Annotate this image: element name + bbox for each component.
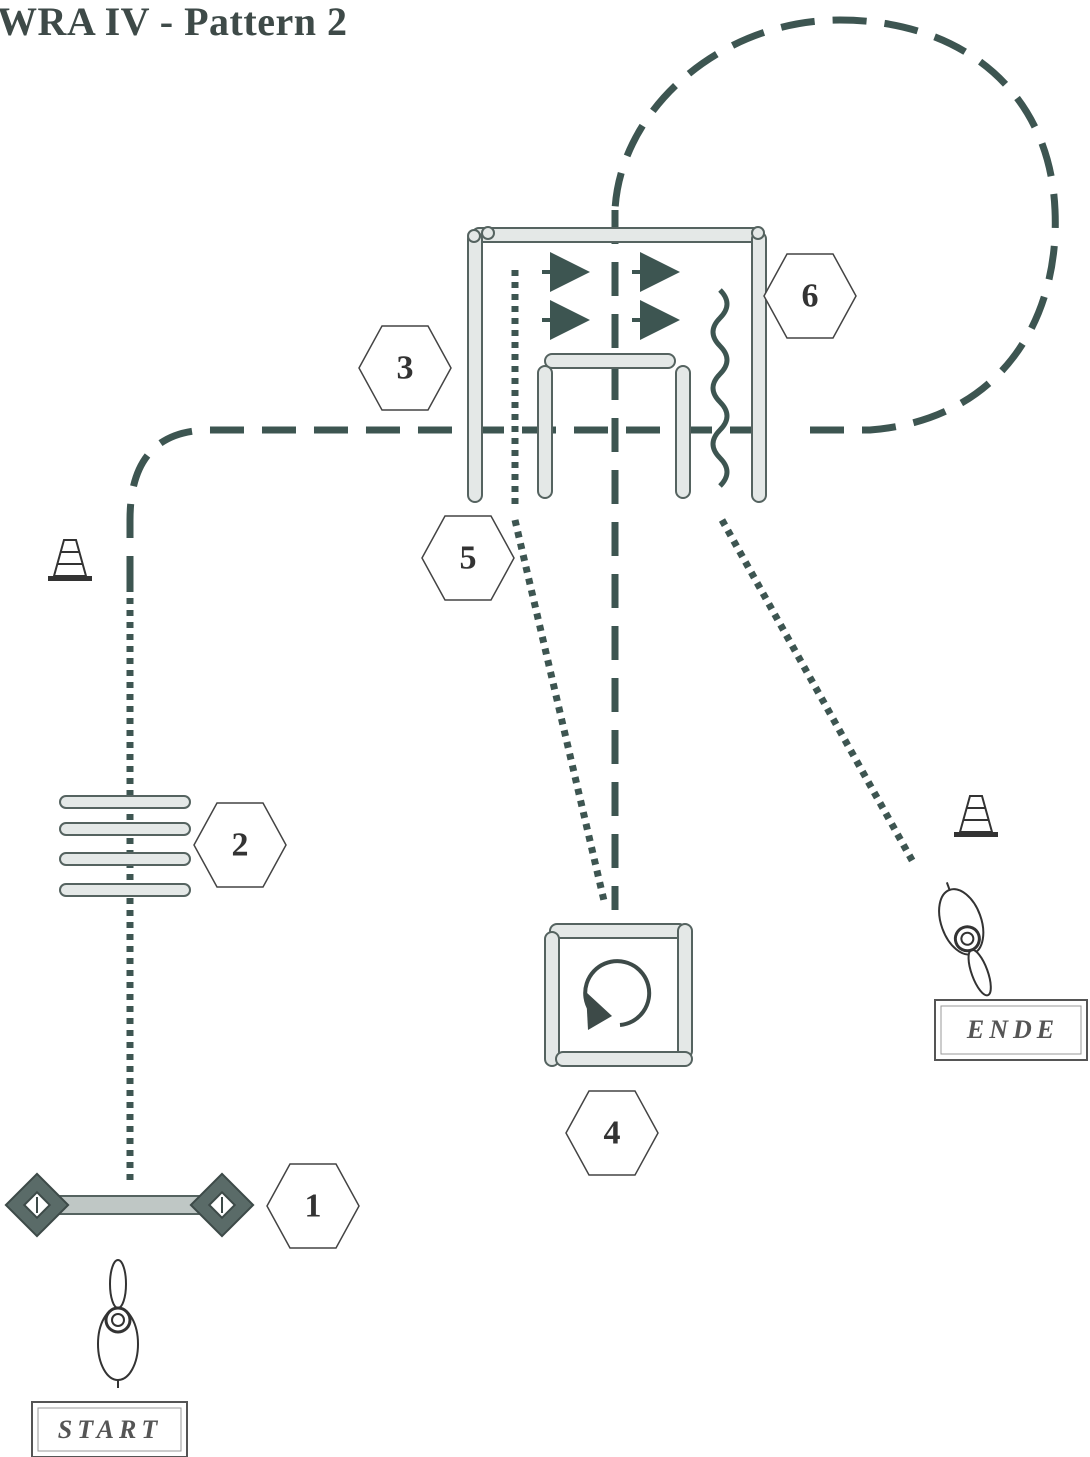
direction-arrows (542, 252, 680, 340)
turn-square (544, 923, 693, 1067)
ground-poles (59, 795, 191, 897)
path-curve-to-gate (126, 426, 470, 590)
gate-right-pole (751, 231, 767, 503)
rotation-arrow-icon (583, 959, 652, 1030)
cone-icon (48, 539, 92, 581)
obstacle-number: 6 (802, 278, 819, 315)
path-gate-to-square-dotted (511, 519, 609, 906)
obstacle-number: 5 (460, 540, 477, 577)
start-label: START (58, 1415, 162, 1444)
obstacle-number: 3 (397, 350, 414, 387)
rope-curtain-icon (710, 288, 730, 488)
inner-top-pole (544, 353, 676, 369)
horse-icon (97, 1259, 139, 1388)
gate-structure (467, 226, 767, 503)
obstacle-label-1: 1 (266, 1163, 360, 1249)
obstacle-label-5: 5 (421, 515, 515, 601)
horse-icon (938, 882, 992, 997)
start-gate (4, 1172, 255, 1238)
path-loop (611, 16, 1059, 434)
pattern-title: WRA IV - Pattern 2 (0, 0, 348, 44)
obstacle-number: 1 (305, 1188, 322, 1225)
cone-icon (954, 795, 998, 837)
gate-top-pole (471, 227, 763, 243)
end-box: ENDE (934, 999, 1088, 1061)
obstacle-label-4: 4 (565, 1090, 659, 1176)
route-paths (126, 16, 1059, 1180)
start-box: START (31, 1401, 188, 1457)
path-to-end (718, 518, 917, 864)
obstacle-number: 4 (604, 1115, 621, 1152)
obstacle-label-3: 3 (358, 325, 452, 411)
end-label: ENDE (966, 1015, 1059, 1044)
obstacle-label-6: 6 (763, 253, 857, 339)
inner-right-pole (675, 365, 691, 499)
obstacle-label-2: 2 (193, 802, 287, 888)
inner-left-pole (537, 365, 553, 499)
gate-left-pole (467, 231, 483, 503)
obstacle-number: 2 (232, 827, 249, 864)
